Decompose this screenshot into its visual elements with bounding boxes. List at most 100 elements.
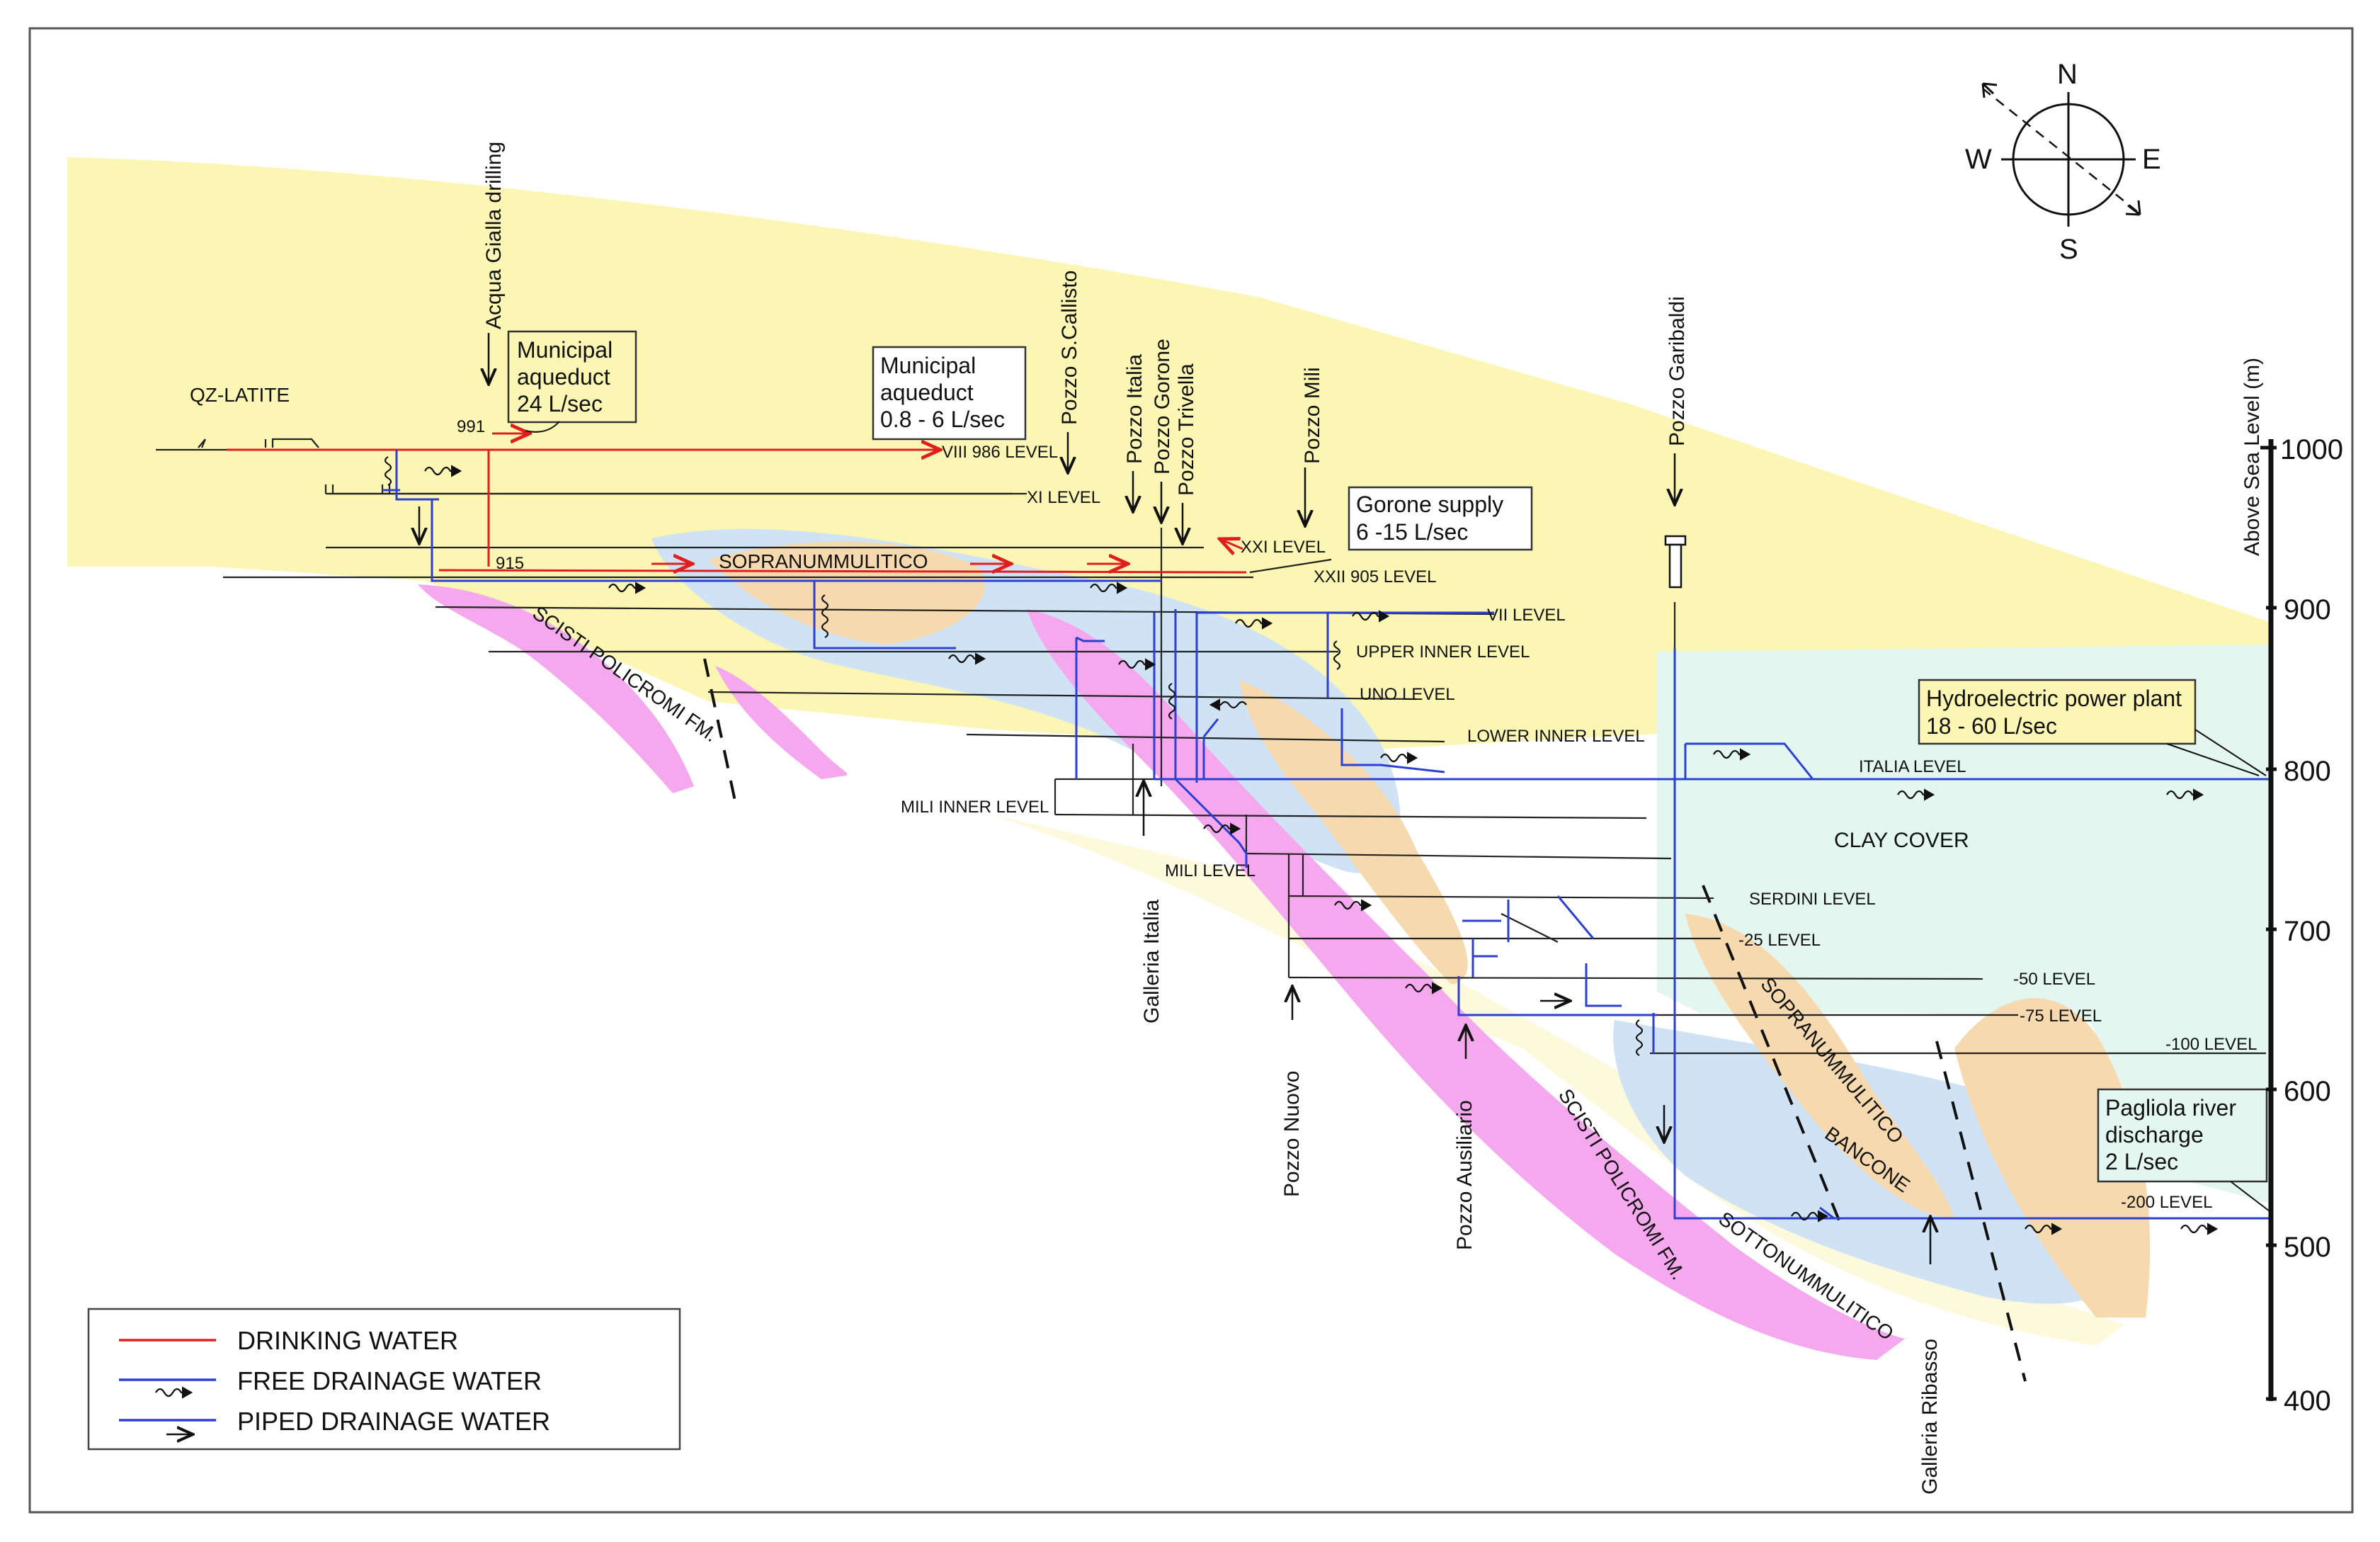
vertical-drainage-symbol	[384, 456, 392, 486]
level-label-minus75: -75 LEVEL	[2020, 1007, 2102, 1026]
vertical-drainage-symbol	[821, 594, 829, 638]
axis-tick-label: 500	[2284, 1232, 2331, 1263]
faults	[703, 658, 2027, 1382]
vertical-drainage-symbol	[1635, 1019, 1644, 1056]
vertical-drainage-symbol	[1333, 640, 1341, 670]
axis-tick-label: 700	[2284, 916, 2331, 947]
legend-free-label: FREE DRAINAGE WATER	[237, 1366, 542, 1395]
axis-tick-label: 400	[2284, 1385, 2331, 1417]
callout-municipal-aqueduct-24: Municipal aqueduct 24 L/sec	[507, 330, 637, 433]
level-label-vii: VII LEVEL	[1487, 606, 1566, 625]
gallery-mark	[324, 484, 391, 494]
uno-level-line	[707, 691, 1417, 701]
free-drainage-arrow	[1334, 899, 1372, 912]
elevation-axis: 1000 900 800 700 600 500 400 Above Sea L…	[2240, 358, 2343, 1417]
callout-gorone-supply: Gorone supply 6 -15 L/sec	[1348, 486, 1533, 551]
sopranummulitico-layer-lower	[1685, 914, 1954, 1218]
clay-cover-label: CLAY COVER	[1834, 829, 1969, 852]
section-trace-line	[1982, 88, 2139, 213]
shaft-arrows	[489, 333, 1930, 1264]
free-drainage-arrow	[2166, 788, 2204, 801]
spot-elevation-991: 991	[457, 417, 485, 436]
level-label-lower-inner: LOWER INNER LEVEL	[1467, 727, 1645, 746]
scisti-policromi-mid	[715, 666, 848, 779]
drainage-line-minus200	[1673, 648, 2273, 1220]
sopranummulitico-layer-mid	[1239, 680, 1468, 985]
level-label-minus25: -25 LEVEL	[1738, 931, 1821, 950]
axis-tick-label: 900	[2284, 594, 2331, 625]
vertical-drainage-symbol	[1168, 683, 1176, 720]
drainage-line-lower-inner	[1340, 708, 1445, 773]
scisti-policromi-lower	[1027, 609, 1905, 1360]
free-drainage-arrow	[1713, 748, 1751, 761]
free-drainage-arrow	[608, 582, 647, 594]
fault-line	[1935, 1041, 2027, 1382]
level-label-xxi: XXI LEVEL	[1241, 538, 1326, 557]
galleria-ribasso-label: Galleria Ribasso	[1918, 1339, 1942, 1495]
axis-title: Above Sea Level (m)	[2240, 358, 2264, 556]
mili-inner-level-line	[1054, 813, 1647, 820]
axis-tick-label: 600	[2284, 1076, 2331, 1107]
pozzo-garibaldi-label: Pozzo Garibaldi	[1666, 296, 1689, 446]
level-label-serdini: SERDINI LEVEL	[1749, 890, 1876, 909]
free-drainage-arrow	[424, 465, 462, 477]
spot-elevation-915: 915	[496, 554, 524, 573]
axis-ticks	[2260, 446, 2277, 1401]
pozzo-gorone-label: Pozzo Gorone	[1151, 339, 1174, 475]
level-label-uno: UNO LEVEL	[1360, 685, 1455, 704]
free-drainage-arrow	[1352, 610, 1390, 623]
mili-level-line	[1246, 852, 1672, 860]
acqua-gialla-label: Acqua Gialla drilling	[482, 142, 506, 329]
callout-municipal-aqueduct-08: Municipal aqueduct 0.8 - 6 L/sec	[872, 346, 1027, 441]
shaft-connections	[1054, 528, 1676, 1053]
free-drainage-arrow	[1897, 788, 1935, 801]
level-label-xxii: XXII 905 LEVEL	[1314, 567, 1436, 586]
callout-line: Municipal	[517, 337, 613, 363]
section-trace-arrow	[2125, 200, 2141, 216]
callout-line: 0.8 - 6 L/sec	[880, 407, 1005, 432]
callout-line: aqueduct	[880, 380, 974, 405]
level-label-minus100: -100 LEVEL	[2165, 1035, 2257, 1054]
pozzo-garibaldi-headframe	[1664, 535, 1687, 589]
level-label-italia: ITALIA LEVEL	[1859, 757, 1966, 776]
pozzo-trivella-label: Pozzo Trivella	[1175, 363, 1198, 496]
free-drainage-arrow	[1380, 752, 1418, 764]
sopranummulitico-layer-east	[1954, 998, 2151, 1317]
free-drainage-arrow	[1203, 822, 1241, 835]
axis-tick-label: 1000	[2280, 434, 2343, 465]
fault-line	[703, 658, 738, 808]
sopranummulitico-layer-upper	[708, 541, 985, 645]
callout-line: Gorone supply	[1356, 492, 1503, 517]
galleria-italia-label: Galleria Italia	[1140, 900, 1163, 1024]
callout-line: discharge	[2105, 1122, 2204, 1147]
compass-west: W	[1965, 144, 1992, 175]
callout-hydroelectric-plant: Hydroelectric power plant 18 - 60 L/sec	[1918, 679, 2267, 776]
gorone-leader	[1249, 558, 1332, 574]
level-label-minus50: -50 LEVEL	[2013, 970, 2095, 989]
clay-cover-zone	[1657, 645, 2273, 1204]
drinking-water-conduits	[227, 433, 1247, 572]
callout-line: 6 -15 L/sec	[1356, 519, 1468, 545]
compass-north: N	[2057, 59, 2078, 90]
callout-line: Hydroelectric power plant	[1926, 686, 2182, 711]
drainage-line-xxii	[431, 499, 1161, 582]
legend-free-symbol	[155, 1386, 193, 1399]
free-drainage-arrow	[1791, 1210, 1829, 1223]
free-drainage-arrow	[2180, 1223, 2219, 1235]
level-label-upper-inner: UPPER INNER LEVEL	[1356, 642, 1530, 662]
free-drainage-arrow	[1209, 698, 1247, 711]
free-drainage-arrow	[2025, 1223, 2063, 1235]
level-label-xi: XI LEVEL	[1027, 488, 1100, 507]
compass-rose: N E S W	[1965, 59, 2161, 265]
pozzo-nuovo-label: Pozzo Nuovo	[1280, 1071, 1304, 1197]
scisti-policromi-upper	[418, 584, 694, 793]
sopranummulitico-label: SOPRANUMMULITICO	[719, 550, 928, 572]
pozzo-ausiliario-label: Pozzo Ausiliario	[1453, 1100, 1476, 1250]
callout-line: 2 L/sec	[2105, 1149, 2178, 1174]
drainage-branch	[382, 450, 439, 501]
level-label-mili-inner: MILI INNER LEVEL	[901, 798, 1049, 817]
s-callisto-label: Pozzo S.Callisto	[1058, 271, 1081, 425]
qz-latite-label: QZ-LATITE	[190, 384, 290, 406]
section-trace-arrow	[1981, 82, 1998, 98]
